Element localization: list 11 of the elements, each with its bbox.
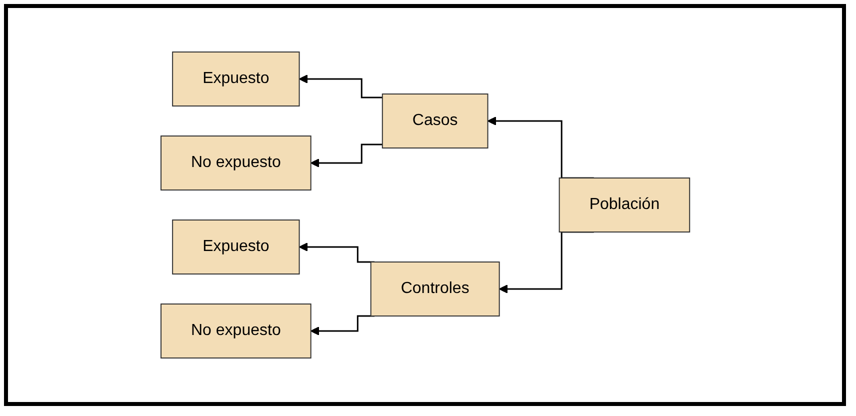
diagram-frame: Población Casos Controles Expuesto No expuesto Expuesto No expuesto	[4, 4, 846, 406]
node-box	[382, 94, 488, 148]
arrow	[310, 315, 374, 336]
node-box	[172, 220, 300, 274]
arrow	[310, 144, 382, 168]
node-box	[160, 136, 312, 190]
node-box	[370, 262, 500, 316]
node-box	[172, 52, 300, 106]
node-box	[558, 178, 690, 232]
node-box	[160, 304, 312, 358]
arrow	[298, 74, 382, 98]
